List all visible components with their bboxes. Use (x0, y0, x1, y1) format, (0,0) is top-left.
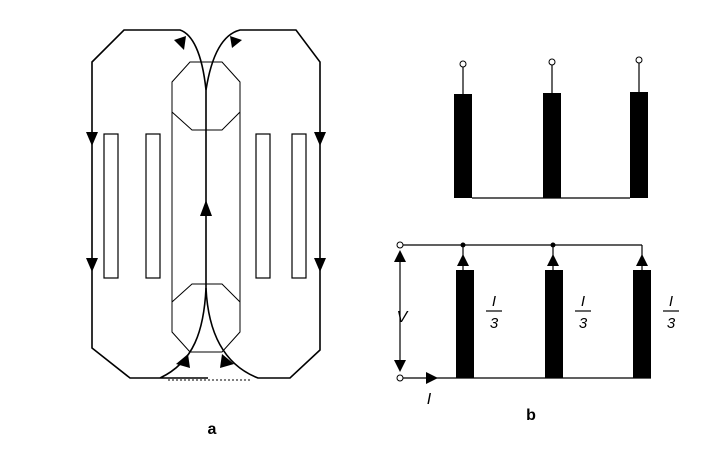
bottom-left-curve-arrow-icon (176, 354, 190, 368)
panel-b-parallel-windings (394, 241, 651, 384)
left-flux-loop (91, 29, 208, 379)
branch-2-current-arrow-icon (547, 254, 559, 266)
terminal-3-icon (635, 56, 643, 64)
central-limb-top-notch (171, 111, 241, 131)
bottom-coil-1 (456, 270, 474, 378)
center-up-arrow-icon (200, 200, 212, 216)
bottom-right-curve-arrow-icon (220, 354, 234, 368)
right-down-arrow-lower-icon (314, 258, 326, 272)
left-down-arrow-lower-icon (86, 258, 98, 272)
right-flux-loop (205, 29, 321, 379)
central-limb-outline (171, 61, 241, 353)
branch-1-current-arrow-icon (457, 254, 469, 266)
terminal-1-icon (459, 60, 467, 68)
right-outer-winding (291, 133, 307, 279)
panel-a-magnetic-core (91, 29, 321, 381)
branch-1-fraction: I 3 (486, 293, 502, 332)
voltage-arrow-down-icon (394, 360, 406, 372)
left-down-arrow-upper-icon (86, 132, 98, 146)
flux-arrows (86, 36, 326, 368)
top-right-curve-arrow-icon (230, 36, 242, 48)
branch-3-current-arrow-icon (636, 254, 648, 266)
bottom-coil-3 (633, 270, 651, 378)
branch-1-denominator: 3 (490, 315, 499, 332)
top-left-curve-arrow-icon (174, 36, 186, 50)
branch-1-numerator: I (492, 293, 496, 310)
top-coil-3 (630, 92, 648, 198)
panel-a-label: a (208, 421, 217, 438)
central-limb-bottom-notch (171, 283, 241, 303)
right-down-arrow-upper-icon (314, 132, 326, 146)
panel-b-label: b (526, 407, 536, 424)
left-outer-winding (103, 133, 119, 279)
left-inner-winding (145, 133, 161, 279)
input-current-arrow-icon (426, 372, 438, 384)
bottom-rail-terminal-icon (396, 374, 404, 382)
branch-2-fraction: I 3 (575, 293, 591, 332)
branch-2-numerator: I (581, 293, 585, 310)
branch-2-denominator: 3 (579, 315, 588, 332)
right-inner-winding (255, 133, 271, 279)
branch-3-denominator: 3 (667, 315, 676, 332)
current-label: I (427, 391, 432, 408)
panel-b-top-windings (454, 56, 648, 199)
branch-3-fraction: I 3 (663, 293, 679, 332)
voltage-label: V (397, 309, 409, 326)
terminal-2-icon (548, 58, 556, 66)
top-coil-2 (543, 93, 561, 198)
top-coil-1 (454, 94, 472, 198)
voltage-arrow-up-icon (394, 250, 406, 262)
branch-3-numerator: I (669, 293, 673, 310)
top-rail-terminal-icon (396, 241, 404, 249)
bottom-coil-2 (545, 270, 563, 378)
